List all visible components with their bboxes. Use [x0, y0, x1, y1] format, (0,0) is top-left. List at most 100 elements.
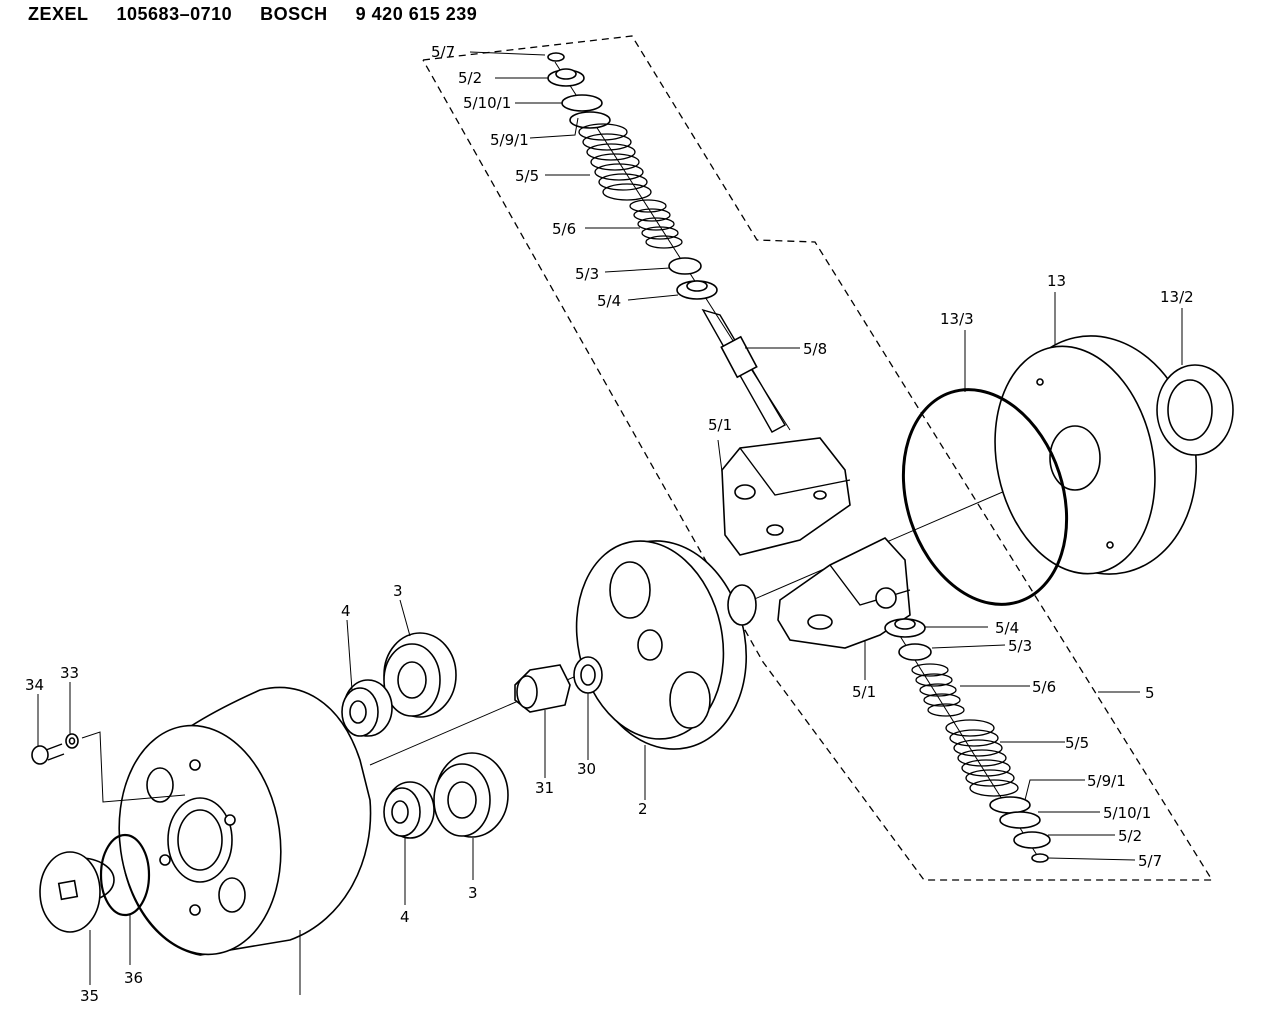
- part-13-2-seal: [1156, 364, 1234, 456]
- leader-line: [627, 294, 679, 301]
- part-5-4-top-inner: [686, 280, 708, 292]
- label-5-2-top: 5/2: [458, 69, 482, 87]
- part-4-lower-seat: [383, 781, 435, 839]
- spring-coil: [957, 749, 1007, 767]
- leader-line: [717, 439, 723, 473]
- label-5-3-top: 5/3: [575, 265, 599, 283]
- label-4-bottom: 4: [400, 908, 410, 926]
- label-5-4-top: 5/4: [597, 292, 621, 310]
- screw-leader-path: [81, 731, 186, 803]
- label-5-10-1-top: 5/10/1: [463, 94, 511, 112]
- part-5-6-bottom-spring: [911, 663, 965, 717]
- label-5-6-bottom: 5/6: [1032, 678, 1056, 696]
- housing-screw-hole: [224, 814, 236, 826]
- spring-coil: [586, 143, 636, 161]
- label-5-7-bottom: 5/7: [1138, 852, 1162, 870]
- part-35-plug: [39, 851, 115, 933]
- spring-coil: [582, 133, 632, 151]
- spring-coil: [949, 729, 999, 747]
- leader-line: [529, 117, 579, 139]
- label-5-4-bottom: 5/4: [995, 619, 1019, 637]
- part-5-2-top-inner: [555, 68, 577, 80]
- part-5-3-top: [668, 257, 702, 275]
- label-5-5-bottom: 5/5: [1065, 734, 1089, 752]
- brand-bosch: BOSCH: [260, 4, 328, 24]
- spring-coil: [919, 683, 957, 697]
- bosch-part-number: 9 420 615 239: [355, 4, 478, 24]
- part-5-8-collar: [720, 335, 758, 379]
- housing-screw-hole: [159, 854, 171, 866]
- label-5-7-top: 5/7: [431, 43, 455, 61]
- cover-screw-hole: [1106, 541, 1114, 549]
- part-5-1-upper-housing: [721, 437, 851, 556]
- part-5-10-1-top: [561, 94, 603, 112]
- spring-coil: [911, 663, 949, 677]
- plug-square-drive: [57, 879, 79, 901]
- cover-screw-hole: [1036, 378, 1044, 386]
- part-13-3-o-ring: [901, 388, 1069, 606]
- leader-line: [346, 619, 353, 691]
- part-5-10-1-bottom: [999, 811, 1041, 829]
- part-2-plate: [575, 540, 757, 750]
- label-5-1-top: 5/1: [708, 416, 732, 434]
- label-3-bottom: 3: [468, 884, 478, 902]
- part-4-upper-seat: [341, 679, 393, 737]
- leader-line: [931, 644, 1006, 649]
- spring-coil: [915, 673, 953, 687]
- label-31: 31: [535, 779, 554, 797]
- callout-leaders: [37, 51, 1183, 995]
- spring-coil: [945, 719, 995, 737]
- spring-coil: [594, 163, 644, 181]
- label-4-top: 4: [341, 602, 351, 620]
- part-3-lower-valve-body: [433, 752, 509, 838]
- label-2: 2: [638, 800, 648, 818]
- callout-labels: 5/7 5/2 5/10/1 5/9/1 5/5 5/6 5/3 5/4 5/8…: [25, 43, 1194, 1005]
- plate-window: [669, 671, 711, 729]
- label-33: 33: [60, 664, 79, 682]
- spring-coil: [953, 739, 1003, 757]
- part-5-8-plunger: [701, 308, 786, 433]
- label-34: 34: [25, 676, 44, 694]
- spring-coil: [629, 199, 667, 213]
- housing-port: [218, 877, 246, 913]
- part-5-2-bottom: [1013, 831, 1051, 849]
- part-5-6-top-spring: [629, 199, 683, 249]
- label-13-2: 13/2: [1160, 288, 1194, 306]
- leader-line: [1024, 779, 1085, 801]
- leader-line: [1047, 857, 1136, 861]
- housing-bore: [766, 524, 784, 536]
- part-5-5-top-spring: [578, 123, 652, 201]
- part-5-1-lower-housing: [777, 537, 911, 649]
- part-5-7-bottom: [1031, 853, 1049, 863]
- plate-hub: [727, 584, 757, 626]
- housing-bore: [875, 587, 897, 609]
- spring-coil: [965, 769, 1015, 787]
- leader-line: [399, 599, 411, 637]
- label-5-9-1-top: 5/9/1: [490, 131, 529, 149]
- label-5-6-top: 5/6: [552, 220, 576, 238]
- spring-coil: [961, 759, 1011, 777]
- spring-coil: [923, 693, 961, 707]
- spring-coil: [578, 123, 628, 141]
- label-13: 13: [1047, 272, 1066, 290]
- housing-screw-hole: [189, 759, 201, 771]
- label-3-top: 3: [393, 582, 403, 600]
- part-3-upper-valve-body: [383, 632, 457, 718]
- part-5-5-bottom-spring: [945, 719, 1019, 797]
- spring-coil: [645, 235, 683, 249]
- spring-coil: [969, 779, 1019, 797]
- spring-coil: [633, 208, 671, 222]
- part-5-7-top: [547, 52, 565, 62]
- label-13-3: 13/3: [940, 310, 974, 328]
- upper-valve-stack: [547, 52, 786, 433]
- part-34-screw: [31, 743, 65, 765]
- spring-coil: [590, 153, 640, 171]
- housing-bore: [734, 484, 756, 500]
- spring-coil: [927, 703, 965, 717]
- spring-coil: [598, 173, 648, 191]
- housing-center-bore-thread: [177, 809, 223, 871]
- part-31-nut: [514, 664, 571, 713]
